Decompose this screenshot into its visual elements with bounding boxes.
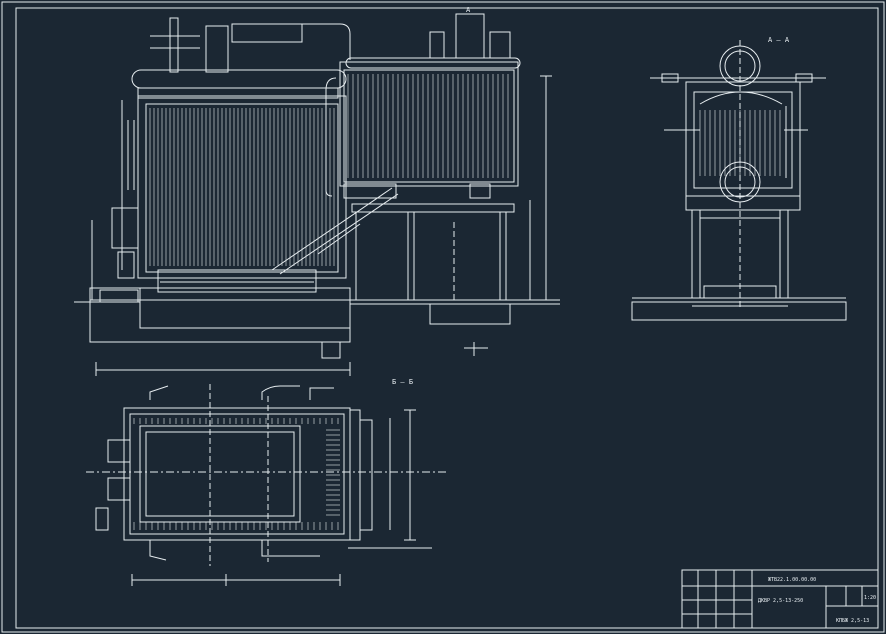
section-b-view (86, 384, 446, 586)
document-code: ЖТВ22.1.00.00.00 (768, 577, 816, 583)
sheet-code: 1:20 (864, 595, 876, 601)
drawing-frame-inner (15, 7, 879, 629)
section-b-label: Б — Б (392, 378, 413, 386)
section-a-marker: A (466, 6, 471, 14)
boiler-elevation-view (74, 13, 560, 376)
section-a-label: A — A (768, 36, 790, 44)
title-block (681, 569, 879, 629)
tubes-right-hatching (347, 74, 509, 178)
drawing-name: ДКВР 2,5-13-250 (758, 598, 803, 604)
tubes-aa-hatching (699, 110, 781, 176)
section-a-view (631, 40, 847, 321)
stamp: КПБЖ 2,5-13 (836, 618, 869, 624)
tubes-bb-hatching (133, 418, 340, 530)
